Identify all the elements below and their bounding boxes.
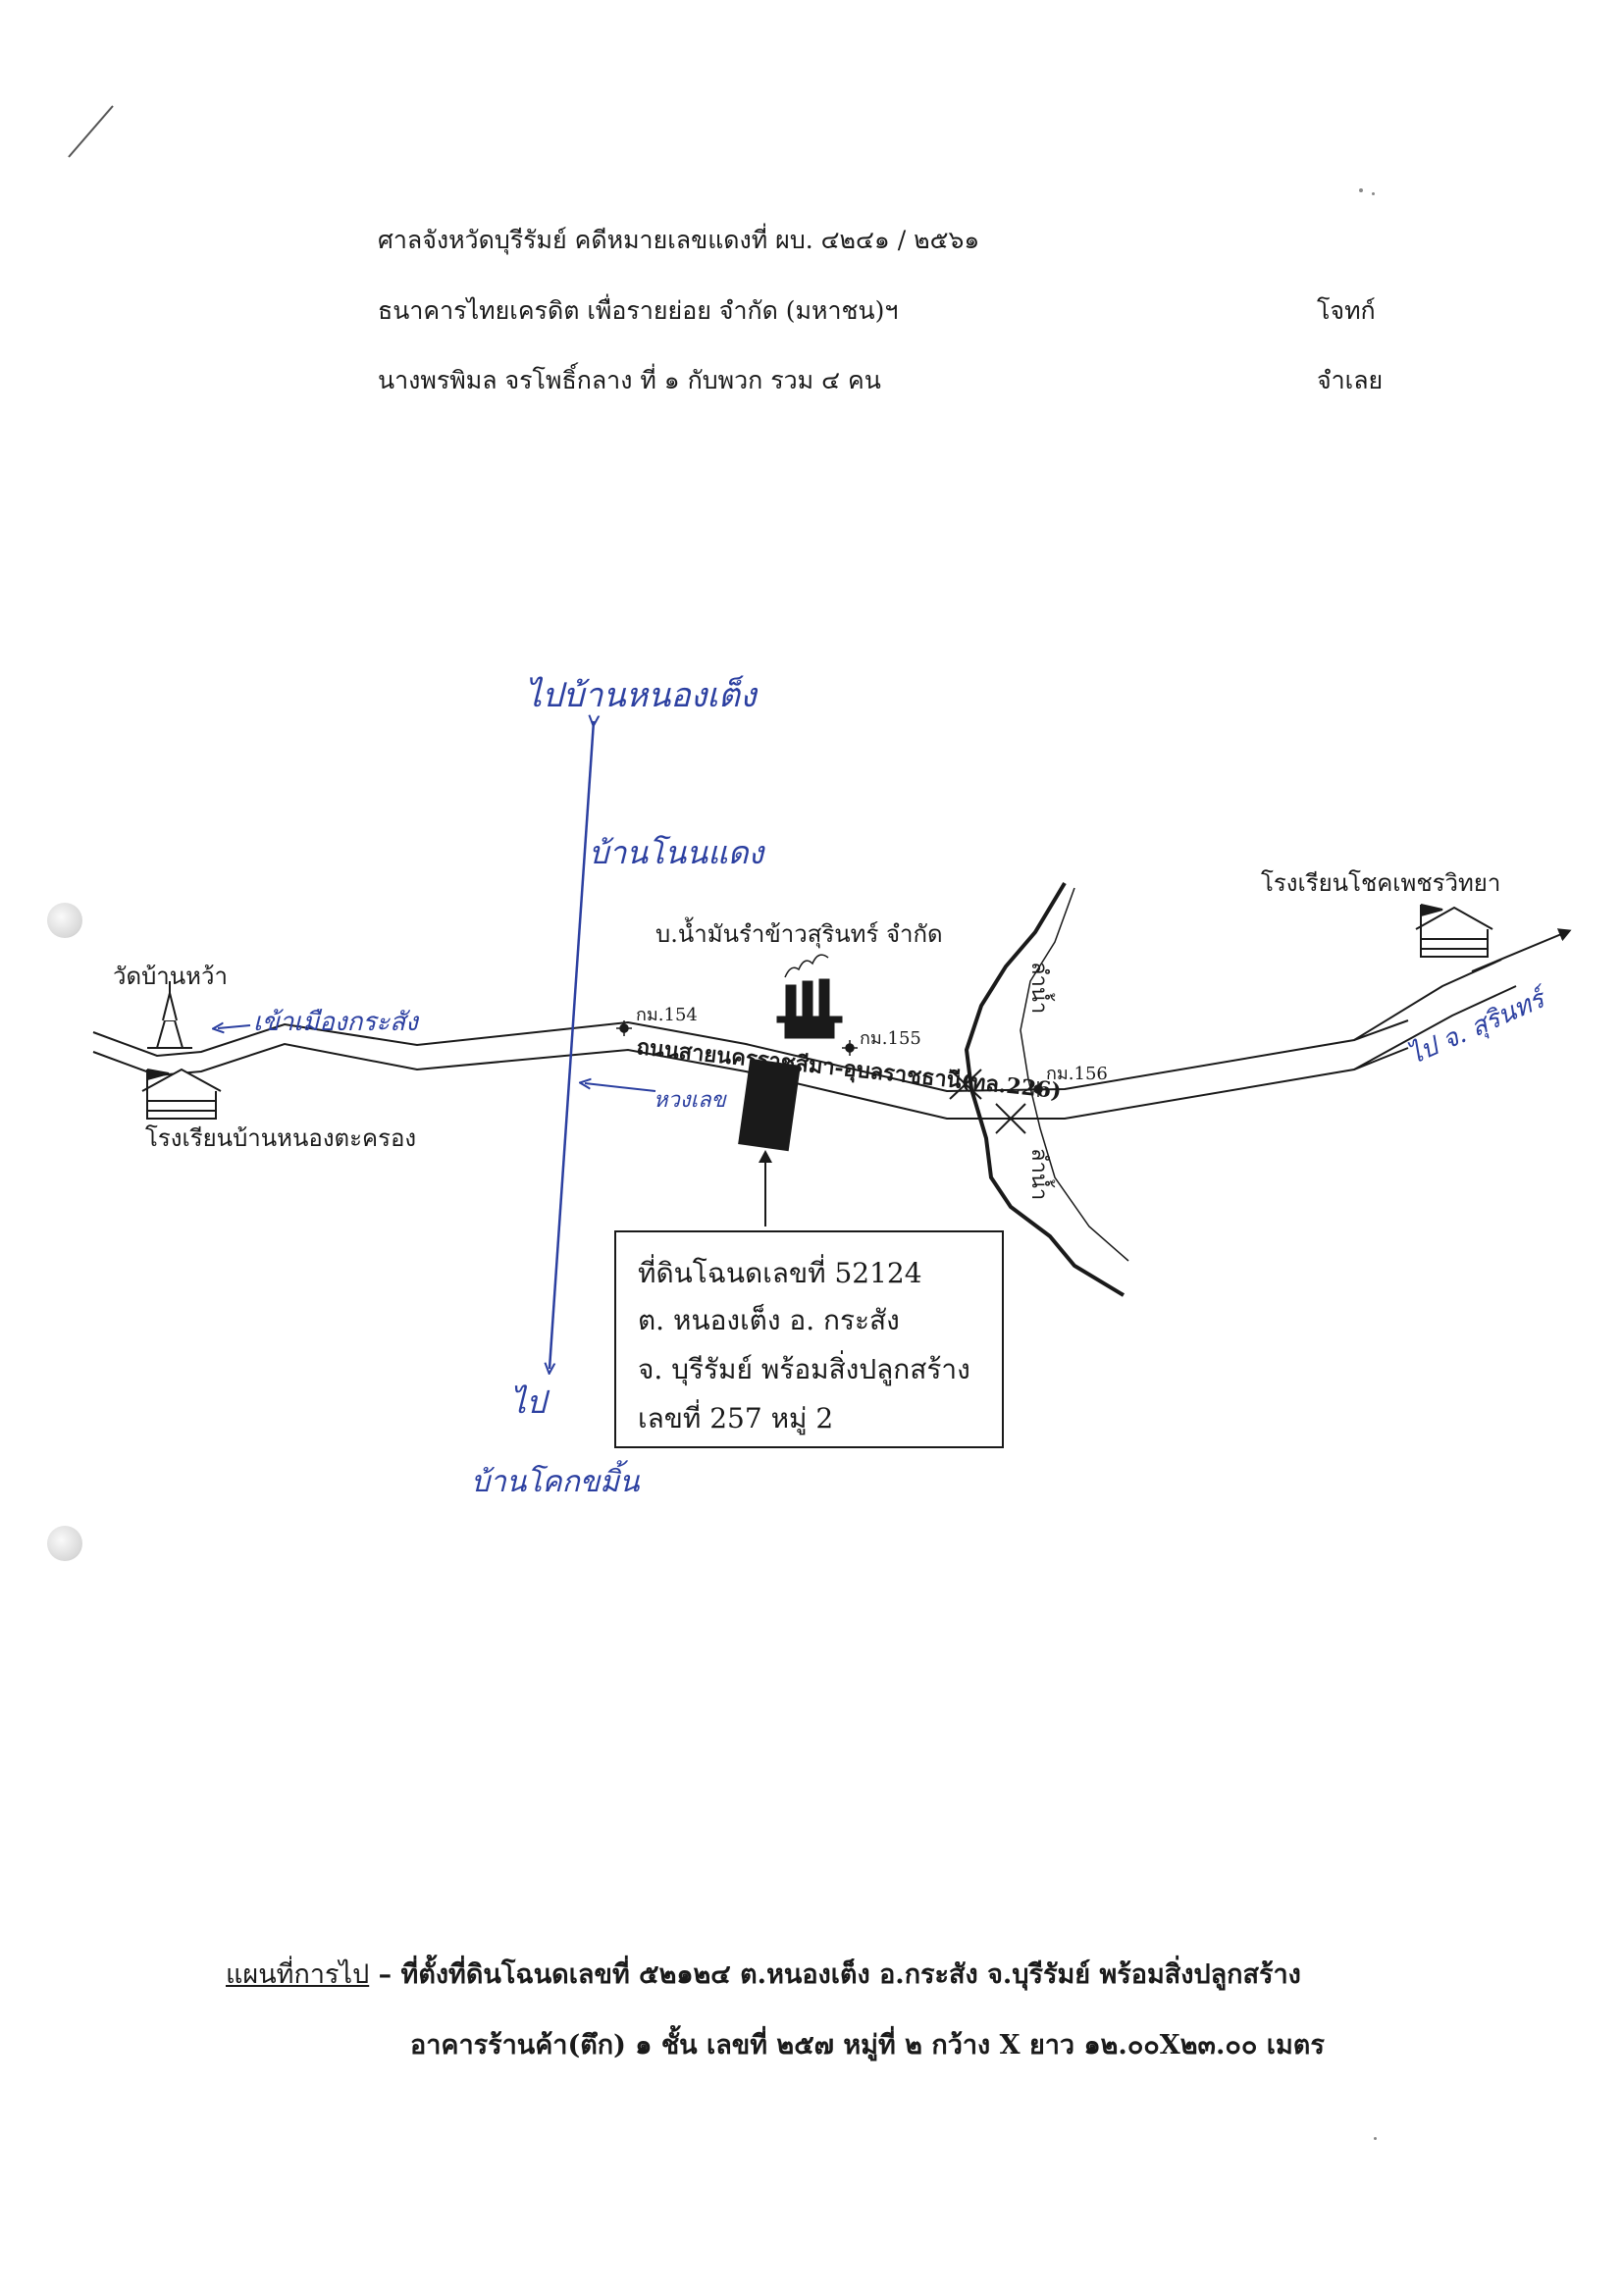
arrow-road-mark <box>585 1083 656 1092</box>
bridge-icon <box>949 1069 1026 1134</box>
scan-speck <box>1359 188 1363 192</box>
north-south-road <box>550 721 594 1369</box>
parcel-description-box: ที่ดินโฉนดเลขที่ 52124 ต. หนองเต็ง อ. กร… <box>614 1230 1004 1448</box>
map-caption-line-2: อาคารร้านค้า(ตึก) ๑ ชั้น เลขที่ ๒๕๗ หมู่… <box>410 2030 1325 2061</box>
arrow-to-surin <box>1471 928 1572 972</box>
label-to-krasang: เข้าเมืองกระสัง <box>253 1008 420 1037</box>
label-km155: กม.155 <box>860 1028 921 1049</box>
defendant-name: นางพรพิมล จรโพธิ์กลาง ที่ ๑ กับพวก รวม ๔… <box>378 366 881 394</box>
arrow-to-krasang <box>218 1025 251 1028</box>
punch-hole-bottom <box>47 1526 82 1561</box>
map-caption-text-1: – ที่ตั้งที่ดินโฉนดเลขที่ ๕๒๑๒๔ ต.หนองเต… <box>369 1959 1301 1990</box>
parcel-line-2: ต. หนองเต็ง อ. กระสัง <box>638 1303 900 1336</box>
label-to-south: ไป <box>510 1383 550 1421</box>
label-km156: กม.156 <box>1046 1064 1108 1084</box>
label-temple: วัดบ้านหว้า <box>113 963 228 990</box>
label-road-mark: หวงเลข <box>654 1088 728 1113</box>
scan-speck <box>1374 2137 1377 2140</box>
location-map: ไป จ. สุรินทร์ ไปบ้านหนองเต็ง บ้านโนนแดง… <box>92 675 1572 1499</box>
label-to-nong-teng: ไปบ้านหนองเต็ง <box>525 675 759 715</box>
pen-stroke-mark <box>68 105 114 158</box>
scan-speck <box>1372 192 1375 195</box>
label-river-bottom: ลำน้ำ <box>1026 1148 1055 1200</box>
plaintiff-name: ธนาคารไทยเครดิต เพื่อรายย่อย จำกัด (มหาช… <box>378 296 899 325</box>
km-marker <box>1030 1081 1046 1097</box>
plaintiff-role: โจทก์ <box>1317 296 1376 325</box>
punch-hole-top <box>47 903 82 938</box>
label-school-east: โรงเรียนโชคเพชรวิทยา <box>1261 869 1500 897</box>
school-west-icon <box>141 1068 222 1120</box>
label-km154: กม.154 <box>636 1005 698 1025</box>
parcel-line-1: ที่ดินโฉนดเลขที่ 52124 <box>638 1254 922 1289</box>
label-to-khok-khamin: บ้านโคกขมิ้น <box>471 1460 641 1499</box>
road-branch-surin <box>1353 959 1517 1070</box>
temple-icon <box>147 981 192 1049</box>
river <box>964 881 1129 1297</box>
parcel-line-3: จ. บุรีรัมย์ พร้อมสิ่งปลูกสร้าง <box>638 1350 970 1386</box>
court-case-line: ศาลจังหวัดบุรีรัมย์ คดีหมายเลขแดงที่ ผบ.… <box>378 226 980 254</box>
property-parcel <box>738 1058 801 1152</box>
label-factory: บ.น้ำมันรำข้าวสุรินทร์ จำกัด <box>655 916 943 949</box>
label-river-top: ลำน้ำ <box>1026 962 1055 1014</box>
factory-icon <box>776 954 843 1039</box>
school-east-icon <box>1415 904 1493 958</box>
parcel-line-4: เลขที่ 257 หมู่ 2 <box>638 1399 833 1435</box>
label-school-west: โรงเรียนบ้านหนองตะครอง <box>145 1124 416 1152</box>
defendant-role: จำเลย <box>1317 366 1384 394</box>
label-ban-non-daeng: บ้านโนนแดง <box>589 834 766 871</box>
map-caption-line-1: แผนที่การไป – ที่ตั้งที่ดินโฉนดเลขที่ ๕๒… <box>226 1953 1301 1995</box>
map-caption-label: แผนที่การไป <box>226 1959 370 1990</box>
km-marker <box>616 1020 632 1036</box>
km-marker <box>842 1040 858 1056</box>
